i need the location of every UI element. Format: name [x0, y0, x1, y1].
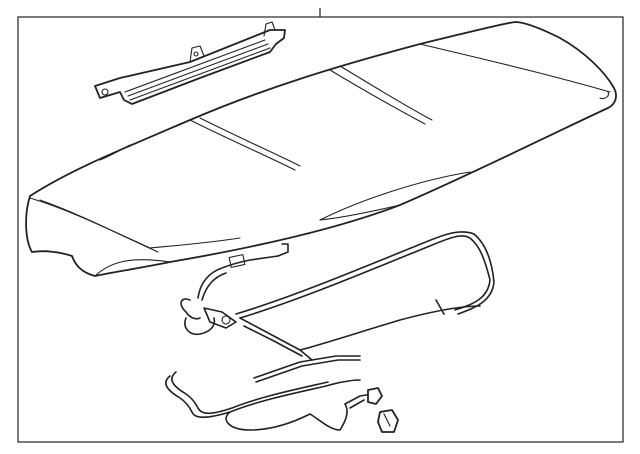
- hose-connector: [367, 387, 399, 433]
- rear-spoiler: [25, 21, 617, 277]
- high-mount-stop-lamp: [94, 21, 286, 105]
- spoiler-wiring-harness: [180, 231, 495, 361]
- washer-hose: [165, 355, 373, 431]
